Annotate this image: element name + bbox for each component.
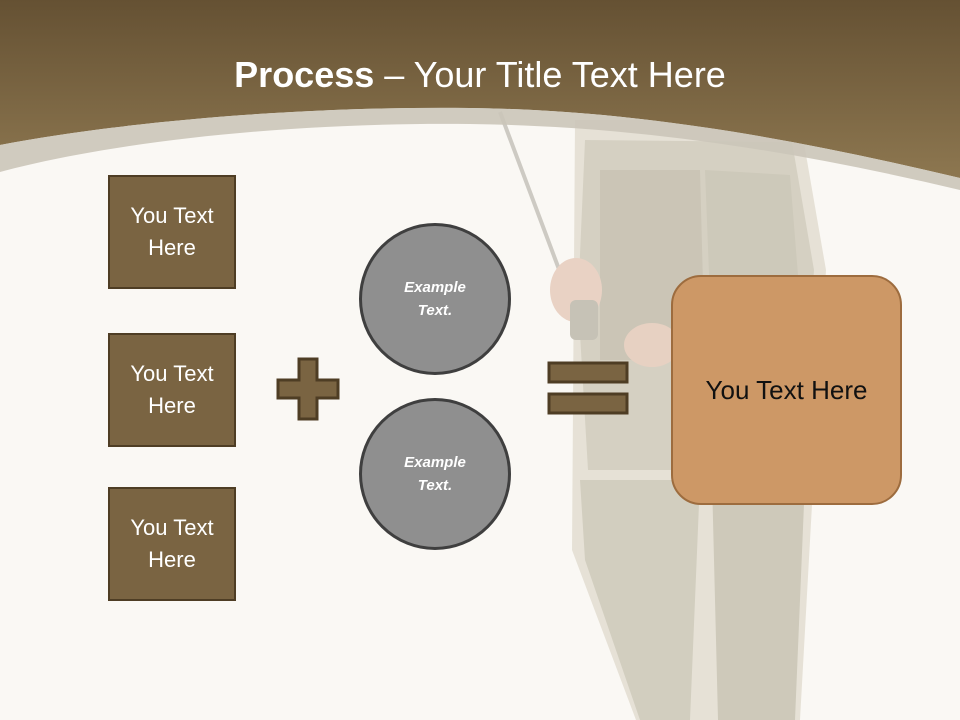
input-box-3: You Text Here: [108, 487, 236, 601]
circle-label: Example Text.: [404, 454, 466, 494]
header-swoosh: [0, 107, 960, 190]
input-box-label: You Text Here: [130, 515, 214, 572]
circle-label: Example Text.: [404, 279, 466, 319]
slide-title: Process – Your Title Text Here: [0, 52, 960, 98]
example-circle-2: Example Text.: [359, 398, 511, 550]
equals-icon: [547, 361, 629, 415]
title-bold-part: Process: [234, 54, 375, 95]
input-box-label: You Text Here: [130, 203, 214, 260]
input-box-1: You Text Here: [108, 175, 236, 289]
header-band: [0, 0, 960, 178]
input-box-2: You Text Here: [108, 333, 236, 447]
title-rest-part: – Your Title Text Here: [374, 54, 726, 95]
plus-icon: [276, 357, 340, 421]
example-circle-1: Example Text.: [359, 223, 511, 375]
input-box-label: You Text Here: [130, 361, 214, 418]
result-box: You Text Here: [671, 275, 902, 505]
result-box-label: You Text Here: [705, 374, 868, 405]
